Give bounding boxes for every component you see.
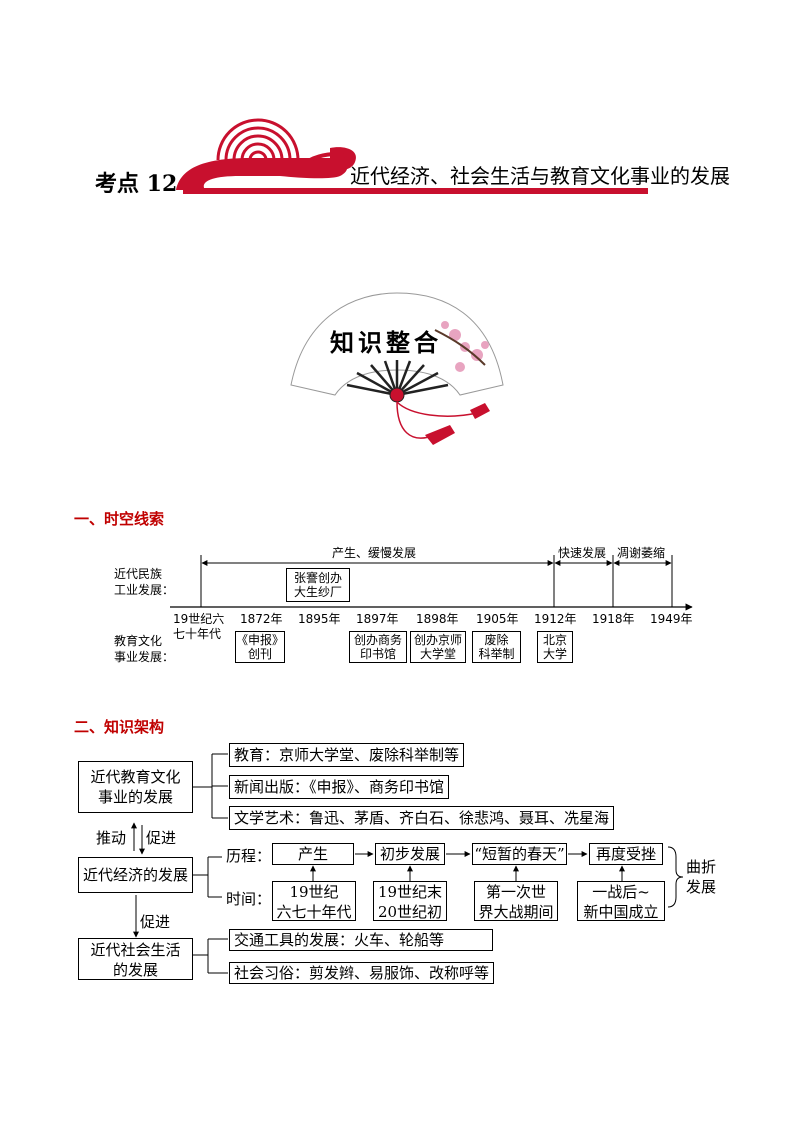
education-item: 文学艺术：鲁迅、茅盾、齐白石、徐悲鸿、聂耳、冼星海 <box>229 806 615 830</box>
fan-calligraphy: 知识整合 <box>330 328 442 357</box>
time-box: 一战后~ 新中国成立 <box>577 881 665 921</box>
header-label: 考点 12 <box>95 171 178 197</box>
page-title: 近代经济、社会生活与教育文化事业的发展 <box>350 164 730 188</box>
time-label: 时间： <box>226 890 272 908</box>
culture-event-box: 《申报》 创刊 <box>235 631 285 663</box>
stage-box: 产生 <box>272 843 354 865</box>
link-label-promote: 促进 <box>146 829 177 847</box>
section-framework-title: 二、知识架构 <box>74 718 165 736</box>
time-box: 19世纪 六七十年代 <box>272 881 356 921</box>
framework-connectors <box>131 753 684 974</box>
fan-illustration: 知识整合 <box>285 285 510 465</box>
stage-box: 再度受挫 <box>589 843 663 865</box>
tick-label: 1905年 <box>476 612 519 626</box>
timeline: 产生、缓慢发展 快速发展 凋谢萎缩 近代民族 工业发展： 张謇创办 大生纱厂 1… <box>0 530 794 675</box>
education-item: 新闻出版：《申报》、商务印书馆 <box>229 775 450 799</box>
society-item: 交通工具的发展：火车、轮船等 <box>229 929 493 951</box>
period-label: 凋谢萎缩 <box>617 546 666 560</box>
process-label: 历程： <box>226 847 272 865</box>
culture-event-box: 创办京师 大学堂 <box>410 631 466 663</box>
time-box: 第一次世 界大战期间 <box>474 881 558 921</box>
fan-icon <box>290 292 504 445</box>
tick-label: 1897年 <box>356 612 399 626</box>
row-label-industry: 近代民族 工业发展： <box>114 567 175 597</box>
time-box: 19世纪末 20世纪初 <box>373 881 447 921</box>
tick-label: 1918年 <box>592 612 635 626</box>
timeline-lines <box>170 555 693 611</box>
node-economy: 近代经济的发展 <box>78 857 193 893</box>
zigzag-label: 曲折 发展 <box>686 858 717 896</box>
period-label: 产生、缓慢发展 <box>332 546 417 560</box>
framework-diagram: 近代教育文化 事业的发展 近代经济的发展 近代社会生活 的发展 推动 促进 促进… <box>0 735 794 995</box>
tick-label: 1912年 <box>534 612 577 626</box>
tick-label: 1949年 <box>650 612 693 626</box>
link-label-promote-society: 促进 <box>140 913 171 931</box>
tick-label: 1872年 <box>240 612 283 626</box>
header-banner: 考点 12 近代经济、社会生活与教育文化事业的发展 <box>0 0 794 210</box>
section-timeline-title: 一、时空线索 <box>74 510 165 528</box>
header-decoration <box>176 118 648 194</box>
link-label-push: 推动 <box>96 829 127 847</box>
period-label: 快速发展 <box>558 546 607 560</box>
industry-event-box: 张謇创办 大生纱厂 <box>286 568 350 602</box>
node-society: 近代社会生活 的发展 <box>78 938 193 980</box>
culture-event-box: 废除 科举制 <box>472 631 521 663</box>
tick-label: 1898年 <box>416 612 459 626</box>
stage-box: 初步发展 <box>375 843 445 865</box>
stage-box: “短暂的春天” <box>472 843 567 865</box>
row-label-culture: 教育文化 事业发展： <box>114 634 175 664</box>
society-item: 社会习俗：剪发辫、易服饰、改称呼等 <box>229 962 495 984</box>
culture-event-box: 北京 大学 <box>537 631 573 663</box>
tick-label: 1895年 <box>298 612 341 626</box>
education-item: 教育：京师大学堂、废除科举制等 <box>229 743 465 767</box>
culture-event-box: 创办商务 印书馆 <box>349 631 407 663</box>
node-education: 近代教育文化 事业的发展 <box>78 761 193 813</box>
tick-label: 19世纪六 <box>173 612 225 626</box>
tick-label: 七十年代 <box>173 627 222 641</box>
